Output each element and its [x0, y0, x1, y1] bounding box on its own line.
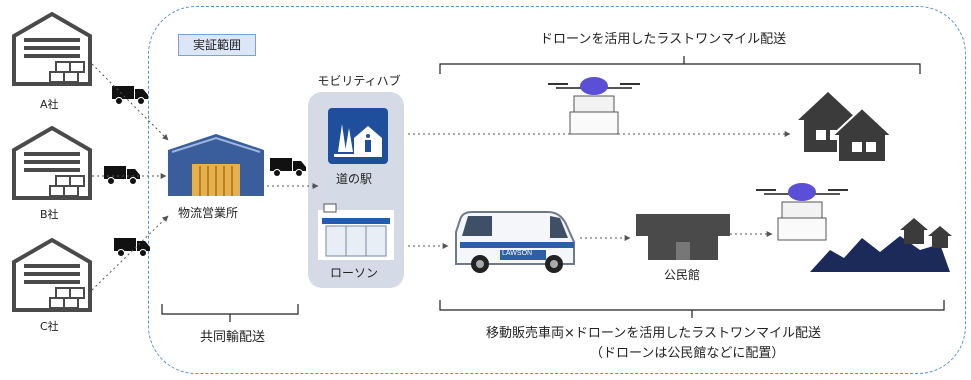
lawson-store-icon — [318, 203, 394, 260]
brace-bottom — [439, 300, 945, 318]
van-sign: LAWSON — [502, 250, 533, 257]
brace-top — [439, 56, 921, 74]
michinoeki-icon — [328, 108, 388, 164]
office-label: 物流営業所 — [178, 206, 239, 220]
village-icon — [810, 218, 952, 272]
company-c-label: C社 — [40, 320, 59, 333]
drone-icon-top — [548, 77, 640, 135]
warehouse-icon-c — [12, 237, 92, 312]
warehouse-icon-b — [12, 125, 92, 200]
scope-boundary — [148, 6, 966, 374]
company-b-label: B社 — [40, 208, 59, 221]
joint-delivery-label: 共同輸配送 — [200, 330, 266, 345]
drone-icon-bottom — [756, 183, 848, 241]
warehouse-icon-a — [12, 11, 92, 86]
scope-label: 実証範囲 — [178, 34, 256, 56]
kominkan-label: 公民館 — [664, 268, 701, 282]
logistics-office-icon — [168, 134, 264, 196]
michinoeki-label: 道の駅 — [336, 172, 373, 186]
houses-icon — [798, 92, 895, 163]
truck-icon-b — [104, 166, 140, 185]
truck-icon-c — [114, 238, 150, 257]
community-hall-icon — [636, 214, 730, 260]
route-top-label: ドローンを活用したラストワンマイル配送 — [540, 32, 787, 47]
sales-van-icon — [455, 211, 575, 273]
mobility-hub-title: モビリティハブ — [317, 74, 401, 88]
company-a-label: A社 — [40, 98, 59, 111]
route-bottom-label: 移動販売車両×ドローンを活用したラストワンマイル配送 — [486, 326, 821, 341]
truck-icon-hub — [270, 158, 306, 177]
brace-joint — [161, 304, 299, 322]
lawson-label: ローソン — [330, 266, 379, 280]
route-bottom-note: （ドローンは公民館などに配置） — [590, 346, 785, 361]
